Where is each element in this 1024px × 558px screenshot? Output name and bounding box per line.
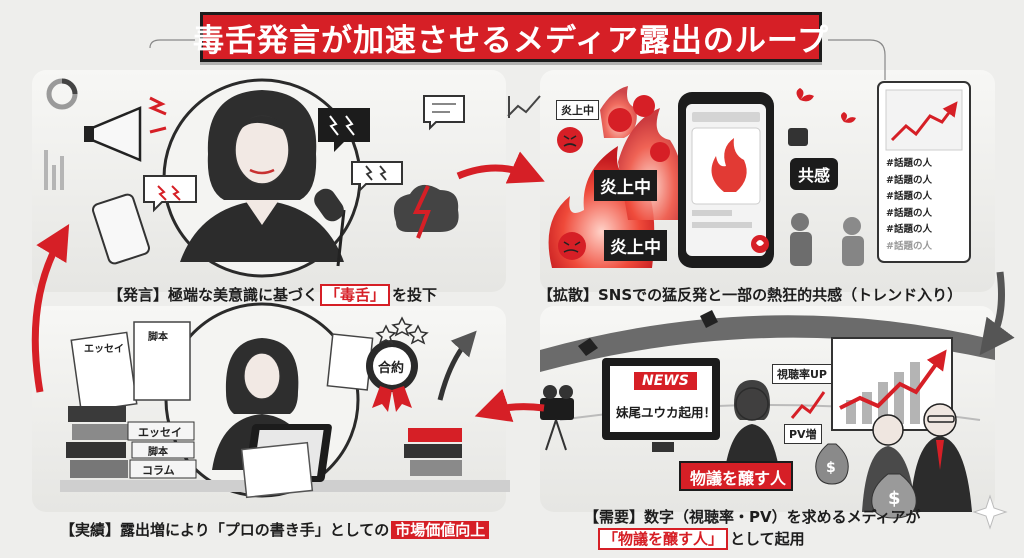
statement-illustration	[44, 78, 541, 278]
trend-item: #話題の人	[886, 191, 932, 202]
angry-face-icons	[557, 95, 670, 260]
controversial-banner	[679, 461, 793, 491]
loop-line-top-left	[149, 39, 195, 49]
sparkle-icon	[972, 494, 1008, 530]
banner-label: 物議を醸す人	[690, 469, 787, 488]
loop-line-top-right	[828, 39, 886, 80]
caption-demand-highlight: 「物議を醸す人」	[598, 528, 729, 550]
caption-results: 【実績】露出増により「プロの書き手」としての市場価値向上	[60, 518, 490, 542]
trend-item: #話題の人	[886, 224, 932, 235]
book-stack	[66, 406, 462, 479]
results-illustration	[60, 302, 510, 499]
trend-item: #話題の人	[886, 174, 932, 186]
empathy-label: 共感	[790, 158, 839, 190]
news-label: NEWS	[634, 372, 697, 390]
badge-label: 合約	[378, 361, 405, 376]
spread-illustration	[548, 81, 971, 268]
book-label-essay: エッセイ	[138, 426, 182, 439]
arrow-statement-to-spread	[456, 151, 545, 184]
news-headline: 妹尾ユウカ起用！	[616, 405, 717, 420]
arrow-spread-to-demand	[979, 271, 1015, 356]
money-bag-icon	[871, 473, 917, 519]
supporters-figures	[790, 213, 864, 266]
book-label-column: コラム	[142, 464, 175, 477]
paper-label-script: 脚本	[148, 332, 168, 343]
video-camera-icon	[540, 398, 574, 420]
trend-list: #話題の人 #話題の人 #話題の人 #話題の人 #話題の人 #話題の人	[886, 156, 964, 255]
page-title: 毒舌発言が加速させるメディア露出のループ	[193, 22, 829, 59]
book-label-script: 脚本	[148, 447, 168, 458]
paper-script	[133, 321, 191, 401]
arrow-demand-to-results	[474, 388, 545, 422]
money-bag-icon	[815, 443, 849, 485]
trend-item: #話題の人	[886, 207, 932, 219]
flame-label-3: 炎上中	[604, 230, 667, 261]
trend-item: #話題の人	[886, 240, 932, 252]
caption-spread: 【拡散】SNSでの猛反発と一部の熱狂的共感（トレンド入り）	[538, 286, 963, 304]
pv-label: PV増	[784, 424, 822, 444]
trend-item: #話題の人	[886, 158, 932, 169]
money-symbol-2: $	[888, 488, 901, 509]
flame-label-2: 炎上中	[594, 170, 657, 201]
ratings-label: 視聴率UP	[772, 364, 832, 384]
caption-results-highlight: 市場価値向上	[391, 521, 490, 539]
paper-label-essay: エッセイ	[84, 344, 124, 355]
caption-statement: 【発言】極端な美意識に基づく「毒舌」を投下	[108, 284, 438, 306]
flame-label-1: 炎上中	[556, 100, 599, 120]
caption-demand: 【需要】数字（視聴率・PV）を求めるメディアが 「物議を醸す人」として起用	[584, 508, 921, 550]
caption-statement-highlight: 「毒舌」	[320, 284, 391, 306]
arrow-results-to-statement	[31, 223, 70, 393]
money-symbol-1: $	[826, 460, 836, 476]
title-banner: 毒舌発言が加速させるメディア露出のループ	[193, 12, 828, 62]
